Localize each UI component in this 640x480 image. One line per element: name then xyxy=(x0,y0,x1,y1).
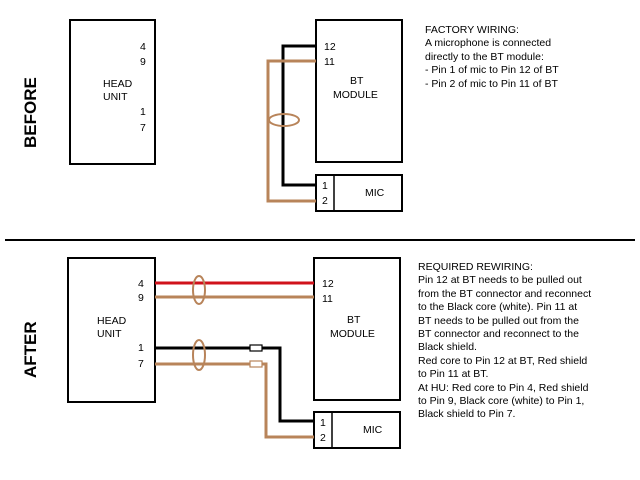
before-hu-pin-9: 9 xyxy=(140,56,146,68)
after-head-unit-label-line2: UNIT xyxy=(97,328,122,340)
before-bt-module-box xyxy=(315,19,403,163)
after-notes-line: from the BT connector and reconnect xyxy=(418,287,592,300)
after-notes-line: to the Black core (white). Pin 11 at xyxy=(418,301,578,314)
before-bt-label-line2: MODULE xyxy=(333,89,378,101)
after-mic-box xyxy=(313,411,401,449)
after-hu-pin-1: 1 xyxy=(138,342,144,354)
before-mic-pin-1: 1 xyxy=(322,180,328,192)
after-bt-pin-11: 11 xyxy=(322,293,333,305)
after-red-cable-sleeve xyxy=(192,275,206,305)
after-wire-mic-pin1 xyxy=(262,346,314,423)
after-hu-pin-4: 4 xyxy=(138,278,144,290)
after-bt-module-box xyxy=(313,257,401,401)
after-notes-line: to Pin 9, Black core (white) to Pin 1, xyxy=(418,395,585,408)
after-mic-pin-2: 2 xyxy=(320,432,326,444)
before-wire-shield xyxy=(266,59,316,203)
after-head-unit-label-line1: HEAD xyxy=(97,315,127,327)
before-head-unit-label-line2: UNIT xyxy=(103,91,128,103)
before-notes-title: FACTORY WIRING: xyxy=(425,24,519,36)
after-hu-pin-9: 9 xyxy=(138,292,144,304)
after-hu-pin-7: 7 xyxy=(138,358,144,370)
before-mic-pin-2: 2 xyxy=(322,195,328,207)
before-bt-label-line1: BT xyxy=(350,75,364,87)
after-black-cable-sleeve xyxy=(192,339,206,371)
after-notes-line: to Pin 11 at BT. xyxy=(418,368,489,381)
after-mic-label: MIC xyxy=(363,424,383,436)
after-notes-line: Black shield to Pin 7. xyxy=(418,408,516,421)
after-section: HEAD UNIT 4 9 1 7 BT MODULE 12 11 1 2 MI… xyxy=(67,257,401,449)
after-mic-pin-1: 1 xyxy=(320,417,326,429)
after-bt-pin-12: 12 xyxy=(322,278,334,290)
after-connector-black-shield xyxy=(249,360,263,368)
before-notes-line: - Pin 2 of mic to Pin 11 of BT xyxy=(425,77,558,90)
before-hu-pin-4: 4 xyxy=(140,41,146,53)
after-notes-line: Pin 12 at BT needs to be pulled out xyxy=(418,274,582,287)
before-notes-line: - Pin 1 of mic to Pin 12 of BT xyxy=(425,64,559,77)
before-mic-label: MIC xyxy=(365,187,385,199)
before-hu-pin-1: 1 xyxy=(140,106,146,118)
before-bt-pin-11: 11 xyxy=(324,56,335,68)
before-side-label: BEFORE xyxy=(21,77,40,148)
after-notes-line: Red core to Pin 12 at BT, Red shield xyxy=(418,354,588,367)
before-cable-sleeve xyxy=(268,113,300,127)
after-notes-line: BT needs to be pulled out from the xyxy=(418,314,579,327)
after-notes-line: At HU: Red core to Pin 4, Red shield xyxy=(418,381,589,394)
after-connector-black-core xyxy=(249,344,263,352)
before-notes-line: A microphone is connected xyxy=(425,37,552,50)
before-head-unit-box xyxy=(69,19,156,165)
before-head-unit-label-line1: HEAD xyxy=(103,78,133,90)
after-notes: REQUIRED REWIRING: Pin 12 at BT needs to… xyxy=(418,261,636,422)
before-wire-black-core xyxy=(281,44,316,187)
after-notes-line: Black shield. xyxy=(418,341,477,354)
after-head-unit-box xyxy=(67,257,156,403)
before-hu-pin-7: 7 xyxy=(140,122,146,134)
after-bt-label-line1: BT xyxy=(347,314,361,326)
after-side-label: AFTER xyxy=(21,321,40,378)
before-mic-box xyxy=(315,174,403,212)
before-bt-pin-12: 12 xyxy=(324,41,336,53)
after-bt-label-line2: MODULE xyxy=(330,328,375,340)
before-notes-line: directly to the BT module: xyxy=(425,50,544,63)
after-notes-title: REQUIRED REWIRING: xyxy=(418,261,533,273)
before-notes: FACTORY WIRING: A microphone is connecte… xyxy=(425,24,635,91)
before-section: HEAD UNIT 4 9 1 7 BT MODULE 12 11 1 2 MI… xyxy=(69,19,403,212)
after-notes-line: BT connector and reconnect to the xyxy=(418,328,579,341)
after-wire-mic-pin2 xyxy=(262,362,314,439)
